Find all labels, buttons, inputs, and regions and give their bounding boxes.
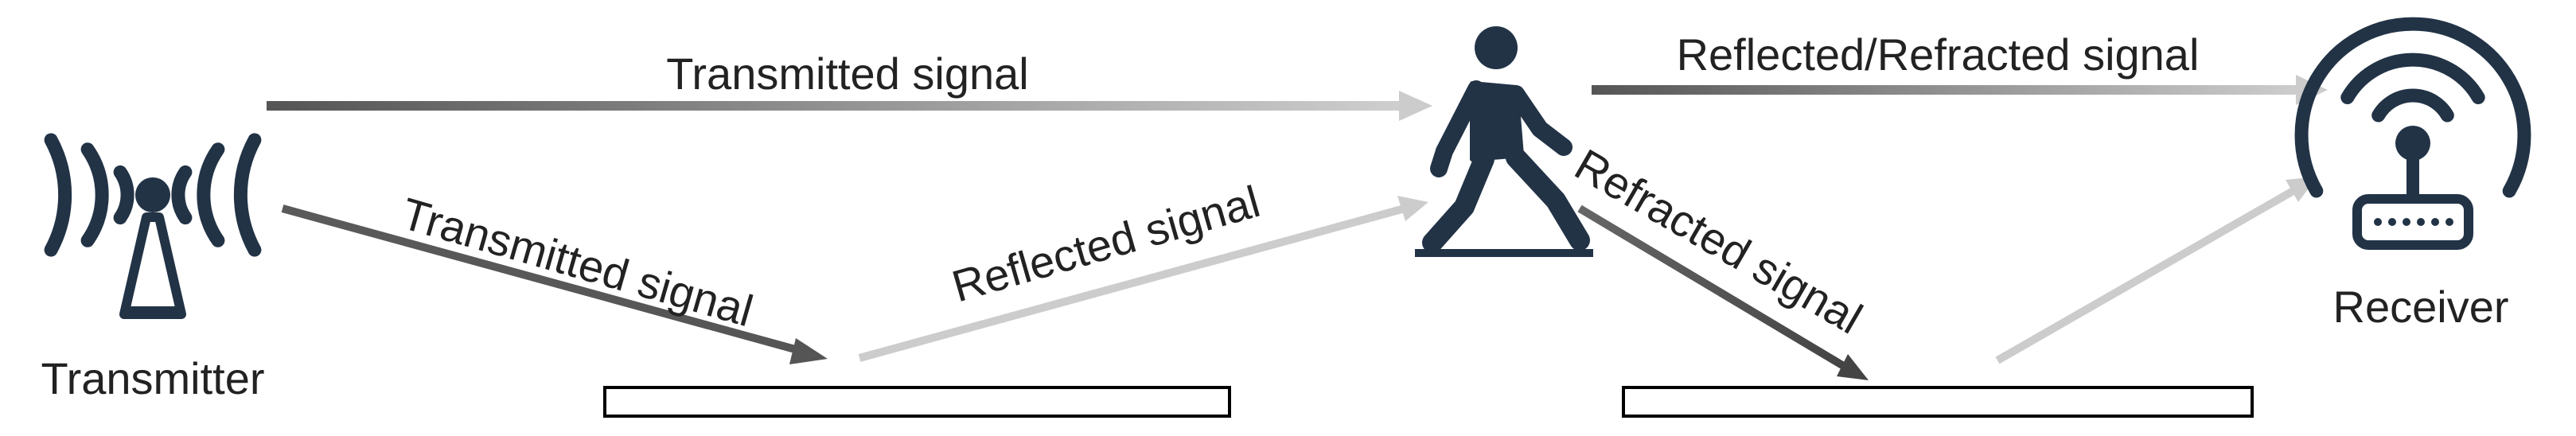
ground-plate-right bbox=[1622, 386, 2254, 418]
arrow-tx-to-ground bbox=[281, 204, 828, 364]
arrow-ground-to-rx bbox=[1995, 177, 2317, 364]
wifi-antenna-icon bbox=[44, 133, 262, 319]
label-person-to-rx: Reflected/Refracted signal bbox=[1677, 29, 2200, 80]
ground-plate-left bbox=[603, 386, 1231, 418]
label-person-refract: Refracted signal bbox=[1567, 139, 1871, 344]
receiver-label: Receiver bbox=[2333, 282, 2509, 332]
transmitter-label: Transmitter bbox=[41, 353, 264, 403]
label-tx-to-ground: Transmitted signal bbox=[396, 188, 758, 336]
arrow-direct bbox=[267, 91, 1432, 121]
arrow-person-refract bbox=[1577, 204, 1869, 380]
walking-person-icon bbox=[1415, 26, 1593, 257]
wifi-router-icon bbox=[2294, 17, 2531, 250]
arrow-ground-reflect bbox=[858, 196, 1428, 362]
label-direct: Transmitted signal bbox=[666, 49, 1028, 99]
